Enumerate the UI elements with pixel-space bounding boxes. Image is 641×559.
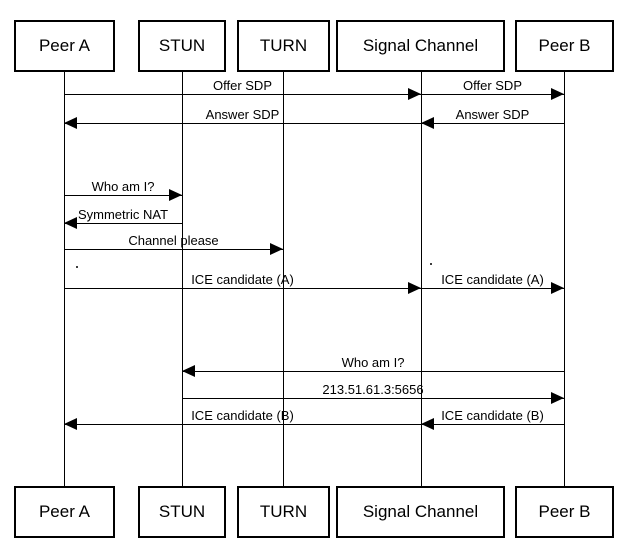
message-label: Answer SDP: [205, 107, 280, 122]
arrowhead-icon: [169, 189, 182, 201]
actor-box-top-peer-a: Peer A: [14, 20, 115, 72]
message-line-5: [64, 223, 182, 224]
lifeline-stun: [182, 72, 183, 486]
arrowhead-icon: [421, 418, 434, 430]
message-label: ICE candidate (B): [191, 408, 294, 423]
actor-box-top-peer-b: Peer B: [515, 20, 614, 72]
message-line-12: [421, 424, 564, 425]
lifeline-signal-channel: [421, 72, 422, 486]
arrowhead-icon: [270, 243, 283, 255]
stray-dot-0: [76, 266, 78, 268]
message-label: ICE candidate (B): [441, 408, 544, 423]
arrowhead-icon: [64, 117, 77, 129]
message-label: Who am I?: [91, 179, 155, 194]
stray-dot-1: [430, 263, 432, 265]
message-line-7: [64, 288, 421, 289]
actor-box-bottom-signal-channel: Signal Channel: [336, 486, 505, 538]
message-line-9: [182, 371, 564, 372]
actor-box-bottom-peer-a: Peer A: [14, 486, 115, 538]
message-label: Who am I?: [341, 355, 405, 370]
message-line-11: [64, 424, 421, 425]
actor-box-top-stun: STUN: [138, 20, 226, 72]
message-line-2: [64, 123, 421, 124]
message-line-1: [421, 94, 564, 95]
actor-box-bottom-turn: TURN: [237, 486, 330, 538]
actor-box-top-signal-channel: Signal Channel: [336, 20, 505, 72]
message-label: Channel please: [128, 233, 219, 248]
message-label: Offer SDP: [212, 78, 273, 93]
arrowhead-icon: [408, 88, 421, 100]
message-line-8: [421, 288, 564, 289]
message-line-4: [64, 195, 182, 196]
arrowhead-icon: [551, 282, 564, 294]
message-label: ICE candidate (A): [441, 272, 544, 287]
actor-box-bottom-peer-b: Peer B: [515, 486, 614, 538]
message-line-10: [182, 398, 564, 399]
message-label: ICE candidate (A): [191, 272, 294, 287]
arrowhead-icon: [551, 392, 564, 404]
arrowhead-icon: [551, 88, 564, 100]
message-label: 213.51.61.3:5656: [322, 382, 424, 397]
arrowhead-icon: [421, 117, 434, 129]
arrowhead-icon: [64, 418, 77, 430]
message-line-3: [421, 123, 564, 124]
message-line-0: [64, 94, 421, 95]
message-label: Symmetric NAT: [77, 207, 169, 222]
actor-box-bottom-stun: STUN: [138, 486, 226, 538]
message-line-6: [64, 249, 283, 250]
lifeline-turn: [283, 72, 284, 486]
arrowhead-icon: [64, 217, 77, 229]
arrowhead-icon: [408, 282, 421, 294]
message-label: Offer SDP: [462, 78, 523, 93]
lifeline-peer-b: [564, 72, 565, 486]
message-label: Answer SDP: [455, 107, 530, 122]
actor-box-top-turn: TURN: [237, 20, 330, 72]
arrowhead-icon: [182, 365, 195, 377]
lifeline-peer-a: [64, 72, 65, 486]
